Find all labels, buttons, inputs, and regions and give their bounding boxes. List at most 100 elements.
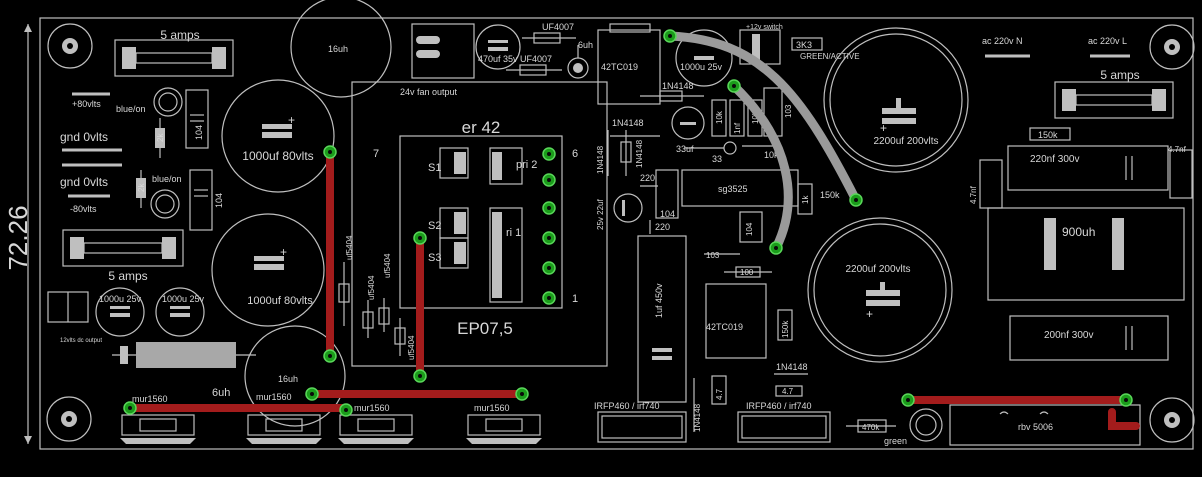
mounting-hole-top-left xyxy=(47,23,93,69)
resistor-value: 150k xyxy=(1038,130,1058,140)
transformer-outline xyxy=(351,81,608,367)
resistor-value: 100 xyxy=(740,268,754,277)
diode-label: 1N4148 xyxy=(776,362,808,372)
diode-1n4148-2: 1N4148 xyxy=(610,118,660,137)
switch-label: +12v switch xyxy=(746,24,783,31)
resistor-150k-3: 150k xyxy=(1029,127,1071,141)
svg-text:+: + xyxy=(866,307,873,321)
fuse-top-left: 5 amps xyxy=(114,28,234,77)
led-green: green xyxy=(884,408,943,446)
connector-label: 12vlts dc output xyxy=(60,338,102,344)
cap-104-left-2: 104 xyxy=(189,169,224,231)
winding-s3: S3 xyxy=(428,237,469,269)
inductor-value: 6uh xyxy=(578,40,593,50)
cap-value: 104 xyxy=(660,209,675,219)
resistor-3k3: 3K3 GREEN/ACTIVE xyxy=(791,37,860,61)
diode-label: mur1560 xyxy=(354,403,390,413)
inductor-6uh-long: 6uh xyxy=(112,342,256,399)
cap-value: 1000u 25v xyxy=(680,62,723,72)
cap-104-left-1: 104 xyxy=(185,89,209,149)
inductor-value: 900uh xyxy=(1062,225,1095,239)
diode-label: uf5404 xyxy=(345,235,354,260)
cap-value: 4.7nf xyxy=(969,185,978,204)
svg-text:+: + xyxy=(288,113,295,127)
resistor-value: 220 xyxy=(655,222,670,232)
resistor-value: 4.7 xyxy=(782,387,794,396)
resistor-150k-2: 150k xyxy=(777,309,793,341)
resistor-value: 150k xyxy=(820,190,840,200)
cap-value: 1000uf 80vlts xyxy=(242,149,313,163)
cap-value: 1000u 25v xyxy=(162,294,205,304)
cap-value: 220nf 300v xyxy=(1030,154,1080,165)
cap-4-7nf-2: 4.7nf xyxy=(1168,145,1193,199)
winding-label: pri 2 xyxy=(516,159,537,171)
wire-grey-1 xyxy=(665,31,861,205)
resistor-220-2: 220 xyxy=(649,220,670,234)
winding-label: S1 xyxy=(428,162,441,174)
diode-uf5404-1: uf5404 xyxy=(338,235,354,326)
cap-2200uf-bottom: + 2200uf 200vlts xyxy=(807,217,953,363)
resistor-value: 2k xyxy=(156,133,165,142)
connector-top xyxy=(411,23,475,79)
cap-200nf: 200nf 300v xyxy=(1009,315,1169,361)
cap-value: 2200uf 200vlts xyxy=(873,136,938,147)
diode-label: 1N4148 xyxy=(612,118,644,128)
diode-label: 1N4148 xyxy=(596,145,605,174)
fuse-mid-left: 5 amps xyxy=(62,229,184,283)
inductor-16uh-bottom: 16uh xyxy=(244,325,346,427)
diode-label: 1N4148 xyxy=(662,81,694,91)
resistor-2k-2: 2k xyxy=(136,170,146,208)
transformer-label: 42TC019 xyxy=(601,62,638,72)
pin-number: 6 xyxy=(572,148,578,160)
fuse-label: 5 amps xyxy=(1100,68,1139,82)
transformer-42tc019-bottom: 42TC019 xyxy=(705,283,767,359)
resistor-value: 33 xyxy=(712,154,722,164)
cap-220nf: 220nf 300v xyxy=(1007,145,1169,191)
winding-label: ri 1 xyxy=(506,227,521,239)
inductor-900uh: 900uh xyxy=(987,207,1185,301)
resistor-value: 470k xyxy=(862,423,880,432)
inductor-value: 16uh xyxy=(278,374,298,384)
cap-1000u-25v-center: 1000u 25v xyxy=(675,29,733,87)
led-label: blue/on xyxy=(152,174,182,184)
diode-uf5404-2: uf5404 xyxy=(362,275,376,338)
ground-label: gnd 0vlts xyxy=(60,175,108,189)
diode-label: mur1560 xyxy=(256,392,292,402)
led-blue-1: blue/on xyxy=(116,87,183,117)
svg-text:+: + xyxy=(880,121,887,135)
transformer-label: 42TC019 xyxy=(706,322,743,332)
mosfet-label: IRFP460 / irf740 xyxy=(746,401,812,411)
board-outline xyxy=(39,17,1194,450)
winding-pri2: pri 2 xyxy=(489,147,537,185)
cap-1000uf-top: + 1000uf 80vlts xyxy=(221,79,335,193)
diode-label: UF4007 xyxy=(542,22,574,32)
led-label: GREEN/ACTIVE xyxy=(800,52,860,61)
diode-uf5404-3: uf5404 xyxy=(378,253,392,332)
diode-label: mur1560 xyxy=(474,403,510,413)
cap-value: 103 xyxy=(784,104,793,118)
cap-4-7nf-1: 4.7nf xyxy=(969,159,1003,209)
diode-mur1560-3: mur1560 xyxy=(338,403,414,444)
resistor-value: 4.7 xyxy=(715,388,724,400)
diode-uf4007-1: UF4007 xyxy=(522,22,576,44)
cap-1000u-25v-b: 1000u 25v xyxy=(155,287,205,337)
core-label: er 42 xyxy=(462,118,501,137)
diode-uf5404-4: uf5404 xyxy=(394,318,416,360)
inductor-16uh-top: 16uh xyxy=(290,0,392,98)
cap-value: 1000u 25v xyxy=(99,294,142,304)
cap-1000uf-bottom: + 1000uf 80vlts xyxy=(211,213,325,327)
diode-uf4007-2: UF4007 xyxy=(506,54,562,76)
diode-label: uf5404 xyxy=(407,335,416,360)
resistor-4-7-2: 4.7 xyxy=(711,375,727,405)
cap-104-center-1: 104 xyxy=(655,169,679,219)
cap-value: 470uf 35v xyxy=(478,54,518,64)
cap-value: 4.7nf xyxy=(1168,145,1187,154)
trace-red-6 xyxy=(1108,408,1140,430)
voltage-label: +80vlts xyxy=(72,99,101,109)
ic-label: sg3525 xyxy=(718,184,748,194)
cap-22uf: 25v 22uf xyxy=(596,193,643,230)
resistor-value: 10k xyxy=(715,110,724,124)
cap-value: 103 xyxy=(706,251,720,260)
diode-1n4148-3: 1N4148 xyxy=(596,130,609,176)
winding-label: S2 xyxy=(428,220,441,232)
